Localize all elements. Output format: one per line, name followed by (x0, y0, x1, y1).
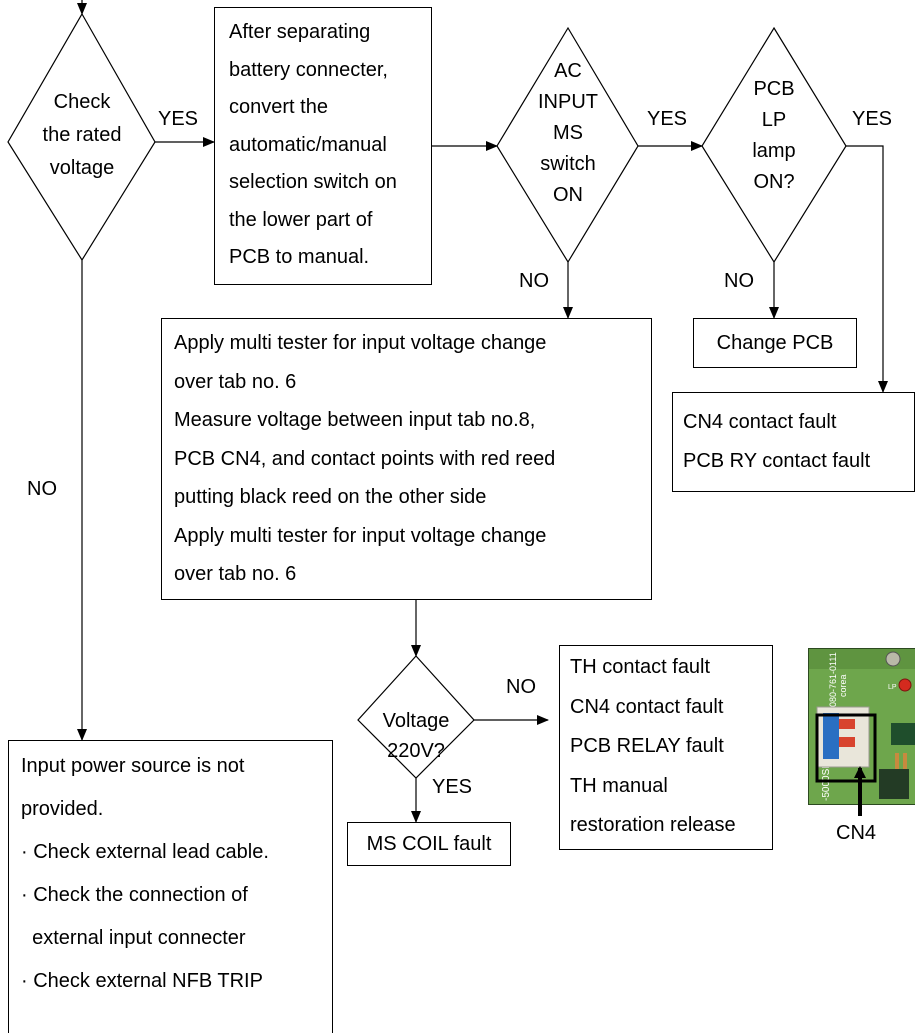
pcb-photo: LP 080-761-0111 corea -5000SN- (808, 648, 915, 805)
box-text-line: Measure voltage between input tab no.8, (174, 409, 536, 431)
box-change-pcb: Change PCB (693, 318, 857, 368)
decision-text-line: INPUT (538, 91, 598, 113)
box-text-line: convert the (229, 96, 328, 118)
box-text-line: TH contact fault (570, 656, 711, 678)
pcb-code-marking: 080-761-0111 (828, 652, 838, 707)
box-text-line: over tab no. 6 (174, 370, 297, 393)
box-text-line: TH manual (570, 774, 668, 797)
box-text-line: PCB to manual. (229, 246, 370, 268)
led-icon (898, 678, 912, 692)
decision-text-line: MS (553, 122, 583, 144)
decision-text-line: 220V? (387, 740, 445, 762)
decision-text-line: PCB (753, 78, 795, 100)
box-multi-tester: Apply multi tester for input voltage cha… (161, 318, 652, 600)
label-yes-1: YES (158, 108, 199, 130)
label-no-2: NO (724, 270, 754, 292)
pcb-lp-marking: LP (888, 684, 897, 691)
box-text-line: automatic/manual (229, 133, 387, 156)
box-text-line: restoration release (570, 814, 736, 836)
decision-ac-input: AC INPUT MS switch ON (518, 56, 618, 211)
box-text-line: battery connecter, (229, 58, 388, 81)
decision-pcb-lamp: PCB LP lamp ON? (724, 74, 824, 198)
decision-text-line: AC (554, 60, 582, 82)
cn4-caption: CN4 (836, 822, 877, 844)
box-text-line: putting black reed on the other side (174, 486, 487, 508)
decision-text-line: ON (553, 184, 583, 206)
box-text-line: MS COIL fault (366, 833, 492, 855)
decision-text-line: the rated (42, 124, 122, 146)
box-text-line: CN4 contact fault (683, 411, 837, 433)
label-yes-4: YES (432, 776, 473, 798)
box-text-line: PCB RELAY fault (570, 735, 724, 757)
cn4-highlight (815, 713, 877, 783)
box-text-line: CN4 contact fault (570, 695, 724, 718)
arrow-yes-3 (846, 145, 888, 393)
pcb-photo-drawing: LP 080-761-0111 corea -5000SN- (809, 649, 915, 804)
decision-text-line: Check (53, 91, 111, 113)
decision-rated-voltage: Check the rated voltage (32, 86, 132, 185)
label-no-4: NO (27, 478, 57, 500)
decision-text-line: switch (540, 153, 596, 175)
decision-voltage-220: Voltage 220V? (366, 706, 466, 766)
box-text-line: Input power source is not (21, 755, 245, 777)
label-yes-3: YES (852, 108, 893, 130)
box-text-line: selection switch on (229, 171, 397, 193)
pcb-origin-marking: corea (838, 674, 848, 697)
bullet-item: · Check external NFB TRIP (21, 970, 263, 992)
bullet-item: · Check the connection of (21, 884, 248, 906)
box-text-line: Apply multi tester for input voltage cha… (174, 332, 547, 354)
bullet-item: · Check external lead cable. (21, 841, 269, 863)
box-text-line: Apply multi tester for input voltage cha… (174, 524, 547, 547)
box-text-line: the lower part of (229, 208, 373, 231)
box-text-line: provided. (21, 798, 104, 820)
box-th-faults: TH contact fault CN4 contact fault PCB R… (559, 645, 773, 850)
decision-text-line: Voltage (382, 710, 450, 732)
label-yes-2: YES (647, 108, 688, 130)
box-separate-battery: After separating battery connecter, conv… (214, 7, 432, 285)
label-no-3: NO (506, 676, 536, 698)
box-cn4-faults: CN4 contact fault PCB RY contact fault (672, 392, 915, 492)
box-text-line: over tab no. 6 (174, 563, 297, 585)
decision-text-line: ON? (753, 171, 795, 193)
box-text-line: PCB CN4, and contact points with red ree… (174, 447, 556, 470)
box-ms-coil: MS COIL fault (347, 822, 511, 866)
box-text-line: PCB RY contact fault (683, 450, 871, 472)
decision-text-line: voltage (49, 157, 115, 179)
box-text-line: Change PCB (716, 332, 834, 354)
decision-text-line: lamp (752, 140, 796, 162)
box-input-power: Input power source is not provided. · Ch… (8, 740, 333, 1033)
bullet-item: external input connecter (21, 927, 246, 949)
decision-text-line: LP (761, 109, 787, 131)
box-text-line: After separating (229, 21, 371, 43)
label-no-1: NO (519, 270, 549, 292)
